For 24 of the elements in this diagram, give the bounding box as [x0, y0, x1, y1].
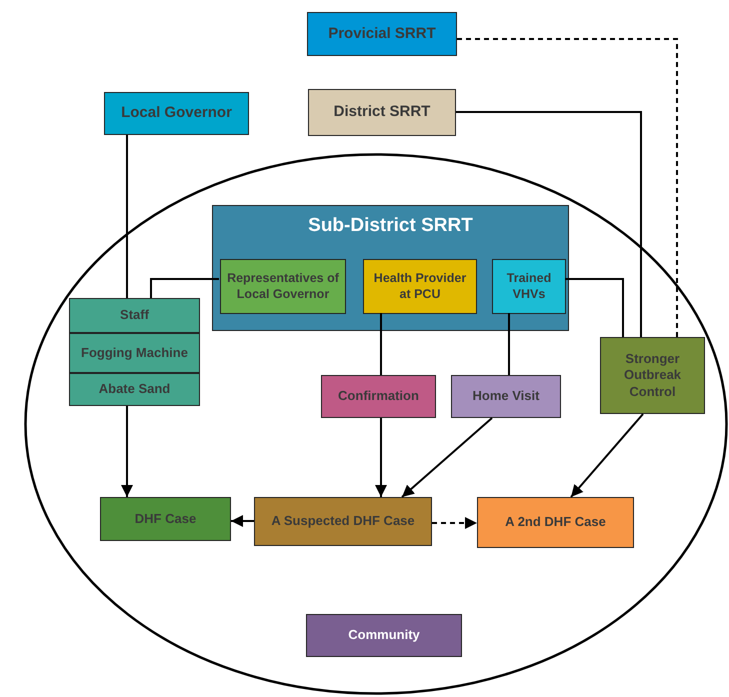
connector-arrow — [570, 413, 644, 498]
process-box: Home Visit — [451, 375, 561, 418]
connector-arrow — [375, 418, 387, 497]
process-box: Fogging Machine — [69, 333, 200, 373]
process-box: DHF Case — [100, 497, 231, 541]
connector-arrow — [401, 417, 493, 498]
community-ellipse — [24, 153, 728, 695]
process-box: Health Provider at PCU — [363, 259, 477, 314]
process-box: Abate Sand — [69, 373, 200, 406]
process-box: Provicial SRRT — [307, 12, 457, 56]
process-box: District SRRT — [308, 89, 456, 136]
process-box: Representatives of Local Governor — [220, 259, 346, 314]
process-box: Stronger Outbreak Control — [600, 337, 705, 414]
process-box: Community — [306, 614, 462, 657]
process-box: Trained VHVs — [492, 259, 566, 314]
process-box: A 2nd DHF Case — [477, 497, 634, 548]
team-panel: Sub-District SRRT Representatives of Local Governor Health Provider at PCU Trained VHVs — [212, 205, 569, 331]
process-box: A Suspected DHF Case — [254, 497, 432, 546]
process-box: Staff — [69, 298, 200, 333]
connector-arrow — [432, 517, 477, 529]
connector-arrow — [231, 515, 254, 527]
process-box: Local Governor — [104, 92, 249, 135]
connector-arrow — [121, 406, 133, 497]
process-box: Confirmation — [321, 375, 436, 418]
